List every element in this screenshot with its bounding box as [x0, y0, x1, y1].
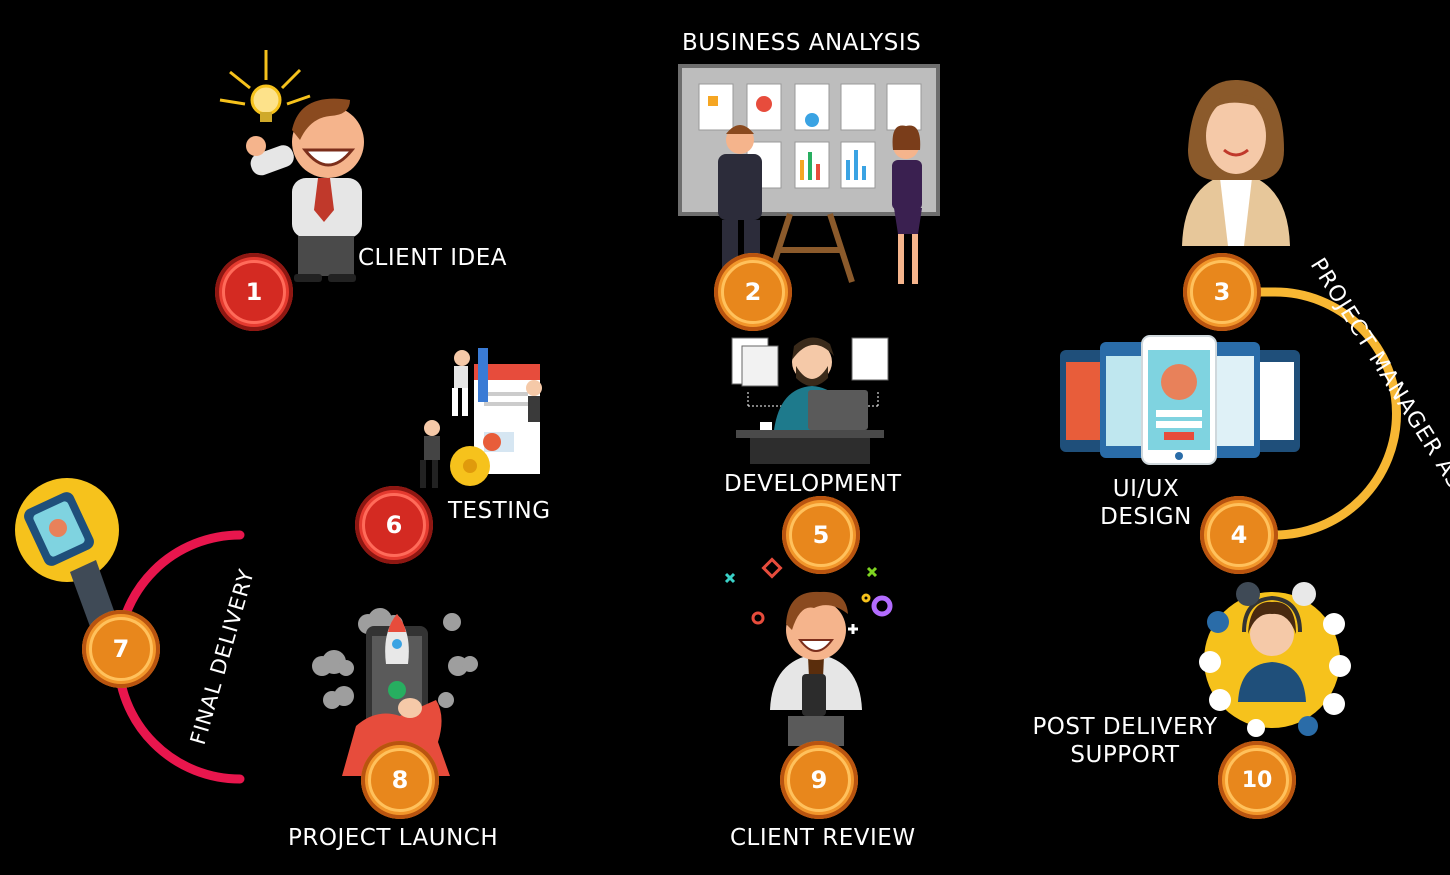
developer-desk-icon	[731, 337, 889, 464]
testing-team-icon	[420, 348, 542, 488]
step-3-label: PROJECT MANAGER ASSIGN	[1305, 254, 1450, 543]
step-9-label: CLIENT REVIEW	[730, 825, 916, 851]
step-10-node: 10	[1218, 741, 1296, 819]
step-9-number: 9	[787, 748, 851, 812]
man-with-lightbulb-icon	[219, 50, 364, 282]
project-manager-icon	[1182, 79, 1290, 246]
step-5-label: DEVELOPMENT	[724, 471, 902, 497]
man-with-phone-icon	[724, 557, 893, 746]
step-3-node: 3	[1183, 253, 1261, 331]
step-2-label: BUSINESS ANALYSIS	[682, 30, 922, 56]
step-8-node: 8	[361, 741, 439, 819]
step-1-node: 1	[215, 253, 293, 331]
step-6-node: 6	[355, 486, 433, 564]
step-10-number: 10	[1225, 748, 1289, 812]
step-8-label: PROJECT LAUNCH	[288, 825, 499, 851]
step-6-number: 6	[362, 493, 426, 557]
step-2-node: 2	[714, 253, 792, 331]
step-10-label-line1: POST DELIVERY	[1032, 714, 1218, 740]
step-4-label: UI/UX DESIGN	[1096, 475, 1196, 531]
step-4-label-line1: UI/UX	[1112, 476, 1180, 502]
mobile-screens-icon	[1060, 335, 1300, 465]
step-1-label: CLIENT IDEA	[358, 245, 508, 271]
phone-in-hand-icon	[15, 478, 119, 632]
rocket-phone-icon	[312, 608, 478, 776]
step-4-number: 4	[1207, 503, 1271, 567]
step-7-node: 7	[82, 610, 160, 688]
step-4-label-line2: DESIGN	[1100, 504, 1192, 530]
support-agent-icon	[1199, 582, 1351, 737]
step-3-number: 3	[1190, 260, 1254, 324]
presentation-board-icon	[678, 64, 940, 284]
step-4-node: 4	[1200, 496, 1278, 574]
step-7-label: FINAL DELIVERY	[186, 566, 259, 747]
step-10-label: POST DELIVERY SUPPORT	[1026, 713, 1224, 769]
step-7-number: 7	[89, 617, 153, 681]
step-10-label-line2: SUPPORT	[1070, 742, 1180, 768]
step-6-label: TESTING	[448, 498, 551, 524]
step-9-node: 9	[780, 741, 858, 819]
step-5-number: 5	[789, 503, 853, 567]
step-8-number: 8	[368, 748, 432, 812]
step-1-number: 1	[222, 260, 286, 324]
step-5-node: 5	[782, 496, 860, 574]
step-2-number: 2	[721, 260, 785, 324]
